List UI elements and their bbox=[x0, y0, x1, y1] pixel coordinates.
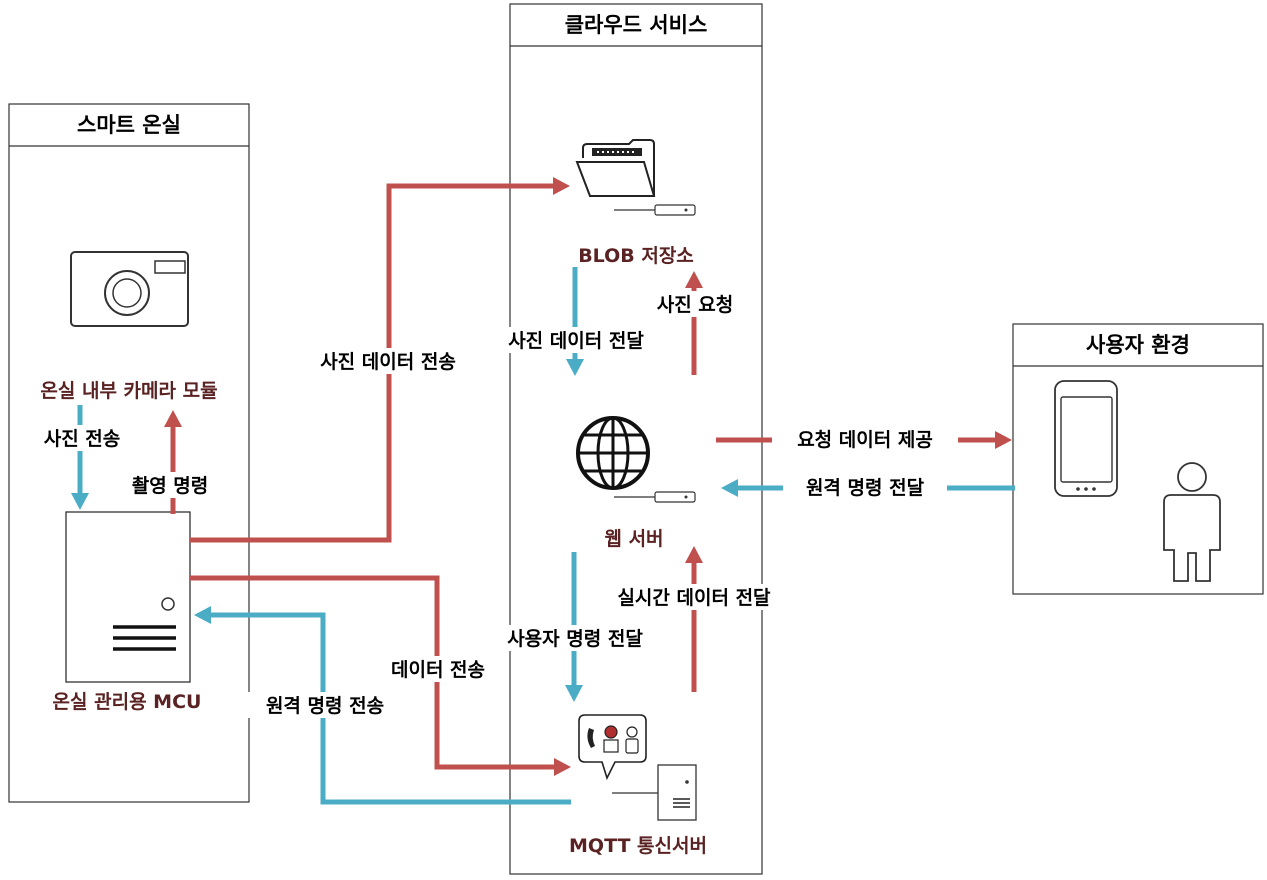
label-request-data-provide: 요청 데이터 제공 bbox=[797, 429, 933, 451]
panel-smart-greenhouse: 스마트 온실 bbox=[8, 103, 250, 803]
label-photo-request: 사진 요청 bbox=[657, 294, 734, 316]
globe-icon bbox=[576, 416, 696, 503]
camera-icon bbox=[70, 251, 189, 327]
panel-title-user-env: 사용자 환경 bbox=[1086, 333, 1190, 357]
panel-title-cloud: 클라우드 서비스 bbox=[565, 13, 708, 37]
label-capture-cmd: 촬영 명령 bbox=[132, 475, 209, 497]
label-data-send: 데이터 전송 bbox=[391, 659, 485, 681]
label-realtime-data-deliver: 실시간 데이터 전달 bbox=[617, 587, 771, 609]
panel-title-greenhouse: 스마트 온실 bbox=[77, 113, 181, 137]
arrow-labels: 사진 전송 촬영 명령 사진 데이터 전송 사진 데이터 전달 사진 요청 요청… bbox=[30, 291, 958, 718]
label-photo-data-deliver: 사진 데이터 전달 bbox=[508, 330, 644, 352]
blob-storage-label: BLOB 저장소 bbox=[578, 245, 694, 267]
person-icon bbox=[1163, 462, 1221, 582]
camera-module-label: 온실 내부 카메라 모듈 bbox=[40, 380, 217, 402]
label-photo-send: 사진 전송 bbox=[44, 428, 121, 450]
server-icon bbox=[612, 764, 697, 821]
mqtt-server-label: MQTT 통신서버 bbox=[569, 835, 707, 857]
mcu-device-icon bbox=[65, 511, 191, 683]
label-remote-cmd-send: 원격 명령 전송 bbox=[266, 695, 384, 717]
label-remote-cmd-deliver: 원격 명령 전달 bbox=[806, 477, 925, 499]
folder-icon bbox=[575, 139, 696, 216]
arrow-user-cmd-deliver bbox=[565, 552, 583, 702]
label-user-cmd-deliver: 사용자 명령 전달 bbox=[507, 628, 643, 650]
label-photo-data-send: 사진 데이터 전송 bbox=[320, 351, 456, 373]
chat-support-icon bbox=[578, 714, 647, 781]
panel-user-environment: 사용자 환경 bbox=[1012, 323, 1264, 595]
arrow-realtime-data-deliver bbox=[685, 546, 703, 692]
smartphone-icon bbox=[1054, 380, 1118, 497]
web-server-label: 웹 서버 bbox=[604, 528, 663, 550]
node-labels: 온실 내부 카메라 모듈 온실 관리용 MCU BLOB 저장소 웹 서버 MQ… bbox=[40, 245, 707, 857]
mcu-label: 온실 관리용 MCU bbox=[53, 691, 202, 713]
arrow-capture-cmd bbox=[164, 410, 182, 514]
